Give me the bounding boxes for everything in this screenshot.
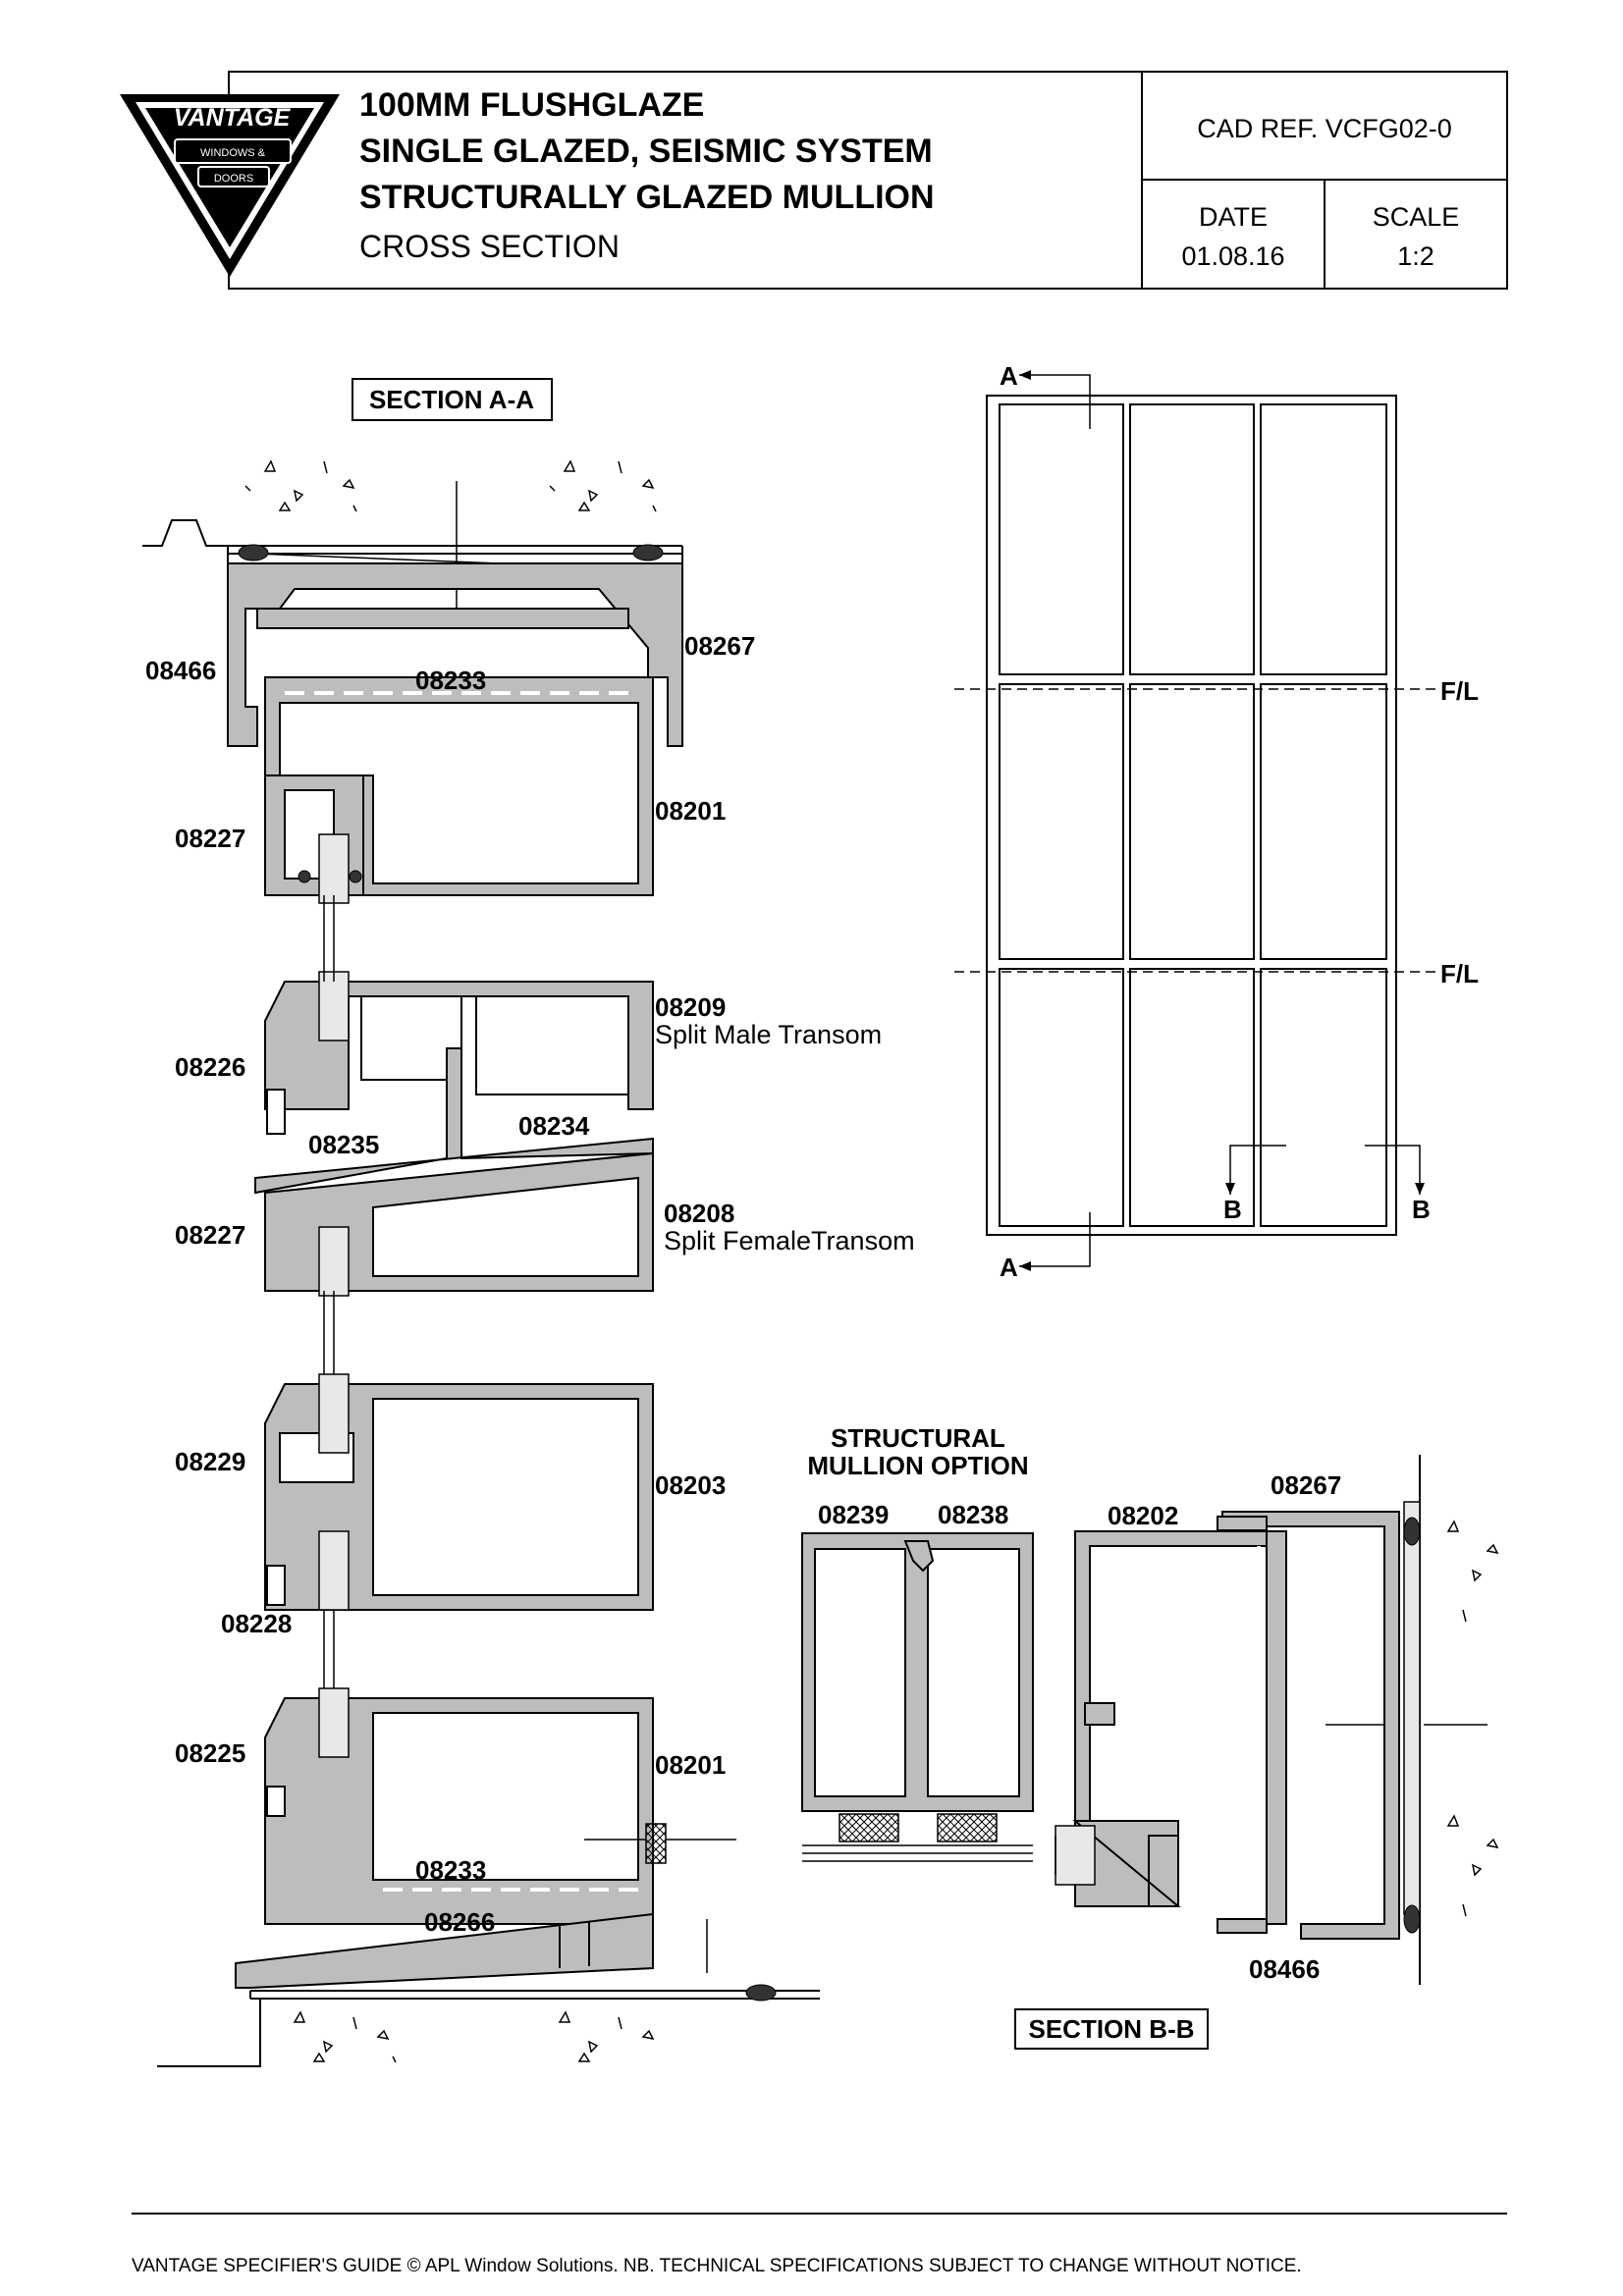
head-detail <box>142 459 683 942</box>
section-a-marker: A A <box>1000 361 1091 1282</box>
logo-sub2: DOORS <box>214 173 253 185</box>
label-08466: 08466 <box>145 656 216 685</box>
label-08226: 08226 <box>175 1052 245 1082</box>
label-08225: 08225 <box>175 1738 245 1768</box>
title-line-1: 100MM FLUSHGLAZE <box>359 86 704 124</box>
mid-detail <box>264 1315 654 1659</box>
sill-detail <box>157 1659 820 2067</box>
slab-speckle <box>293 2010 655 2063</box>
title-line-2: SINGLE GLAZED, SEISMIC SYSTEM <box>359 133 933 170</box>
label-08203: 08203 <box>655 1470 726 1500</box>
scale-label: SCALE <box>1373 202 1460 232</box>
label-08238: 08238 <box>938 1500 1008 1529</box>
title-line-3: STRUCTURALLY GLAZED MULLION <box>359 179 935 216</box>
floor-level-label-2: F/L <box>1440 959 1479 988</box>
section-a-label-top: A <box>1000 361 1018 391</box>
date-label: DATE <box>1199 202 1268 232</box>
section-b-marker: B B <box>1223 1145 1431 1224</box>
label-08228: 08228 <box>221 1609 292 1638</box>
label-08209: 08209 <box>655 992 726 1022</box>
footer-text: VANTAGE SPECIFIER'S GUIDE © APL Window S… <box>132 2256 1302 2276</box>
label-08239: 08239 <box>818 1500 889 1529</box>
label-08209-desc: Split Male Transom <box>655 1020 882 1049</box>
elevation: F/L F/L A A B B <box>954 361 1479 1282</box>
label-08267: 08267 <box>684 631 755 661</box>
label-08229: 08229 <box>175 1447 245 1476</box>
section-b-label-left: B <box>1223 1195 1242 1224</box>
label-08227-top: 08227 <box>175 824 245 853</box>
label-08202: 08202 <box>1108 1501 1178 1530</box>
section-aa-label: SECTION A-A <box>369 385 534 414</box>
title-block: VANTAGE WINDOWS & DOORS 100MM FLUSHGLAZE… <box>120 71 1508 290</box>
label-08201-bottom: 08201 <box>655 1750 726 1780</box>
label-08466-bb: 08466 <box>1249 1954 1320 1984</box>
structural-mullion-option: STRUCTURAL MULLION OPTION 08239 08238 <box>801 1423 1034 1862</box>
vantage-logo: VANTAGE WINDOWS & DOORS <box>120 94 340 277</box>
wall-speckle <box>1446 1520 1499 1917</box>
section-a-label-bottom: A <box>1000 1253 1018 1282</box>
label-08234: 08234 <box>518 1111 590 1141</box>
title-subtitle: CROSS SECTION <box>359 229 620 264</box>
section-bb: 08202 08267 08466 SECTION B-B <box>1014 1455 1499 2050</box>
label-08201-top: 08201 <box>655 796 726 826</box>
floor-level-label-1: F/L <box>1440 676 1479 706</box>
footer: VANTAGE SPECIFIER'S GUIDE © APL Window S… <box>132 2213 1507 2276</box>
scale-value: 1:2 <box>1397 241 1434 271</box>
logo-brand: VANTAGE <box>174 104 292 132</box>
label-08227-mid: 08227 <box>175 1220 245 1250</box>
transom-detail <box>254 942 654 1315</box>
label-08233-bottom: 08233 <box>415 1855 486 1885</box>
section-aa-title: SECTION A-A <box>352 378 553 421</box>
structural-title-2: MULLION OPTION <box>807 1451 1028 1480</box>
label-08233-top: 08233 <box>415 666 486 695</box>
label-08208: 08208 <box>664 1199 734 1228</box>
structural-title-1: STRUCTURAL <box>831 1423 1005 1453</box>
cad-ref: CAD REF. VCFG02-0 <box>1197 114 1452 143</box>
section-b-label-right: B <box>1412 1195 1431 1224</box>
section-aa-labels: 08466 08267 08233 08227 08201 08209 Spli… <box>145 631 915 1937</box>
label-08266: 08266 <box>424 1907 495 1937</box>
label-08208-desc: Split FemaleTransom <box>664 1226 915 1255</box>
section-bb-label: SECTION B-B <box>1029 2014 1195 2044</box>
label-08267-bb: 08267 <box>1271 1470 1341 1500</box>
concrete-speckle <box>244 459 657 512</box>
logo-sub1: WINDOWS & <box>200 147 266 159</box>
date-value: 01.08.16 <box>1181 241 1284 271</box>
label-08235: 08235 <box>308 1130 379 1159</box>
